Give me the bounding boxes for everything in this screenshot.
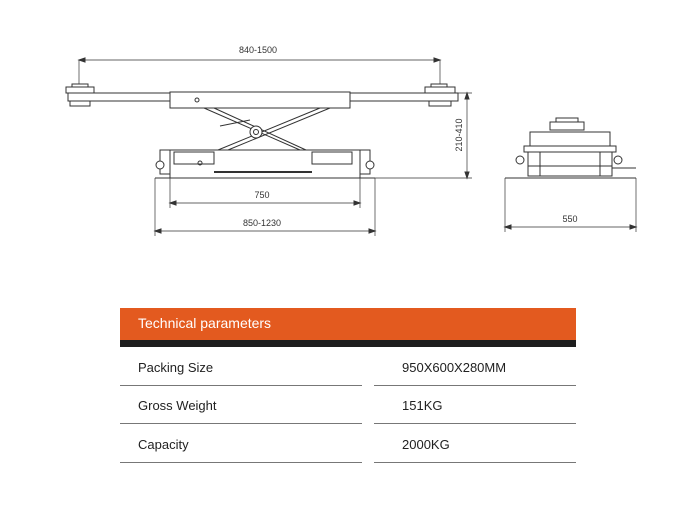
row-label: Packing Size	[138, 360, 214, 375]
table-header: Technical parameters	[120, 308, 576, 340]
table-row: Capacity 2000KG	[120, 425, 576, 463]
table-row: Packing Size 950X600X280MM	[120, 348, 576, 386]
row-value: 2000KG	[402, 437, 450, 452]
row-value: 950X600X280MM	[402, 360, 507, 375]
row-value: 151KG	[402, 398, 443, 413]
row-label: Capacity	[138, 437, 189, 452]
dim-height-label: 210-410	[454, 118, 464, 151]
row-divider	[120, 462, 362, 463]
row-divider	[374, 385, 576, 386]
technical-drawing: 840-1500 210-410 750 850-1230 550	[65, 45, 638, 236]
header-underline	[120, 340, 576, 347]
row-label: Gross Weight	[138, 398, 217, 413]
dim-inner-base-label: 750	[254, 190, 269, 200]
row-divider	[374, 423, 576, 424]
row-divider	[120, 385, 362, 386]
table-row: Gross Weight 151KG	[120, 386, 576, 424]
dim-top-width-label: 840-1500	[239, 45, 277, 55]
dim-side-width-label: 550	[562, 214, 577, 224]
row-divider	[374, 462, 576, 463]
dim-base-width-label: 850-1230	[243, 218, 281, 228]
row-divider	[120, 423, 362, 424]
table-title: Technical parameters	[138, 315, 272, 331]
